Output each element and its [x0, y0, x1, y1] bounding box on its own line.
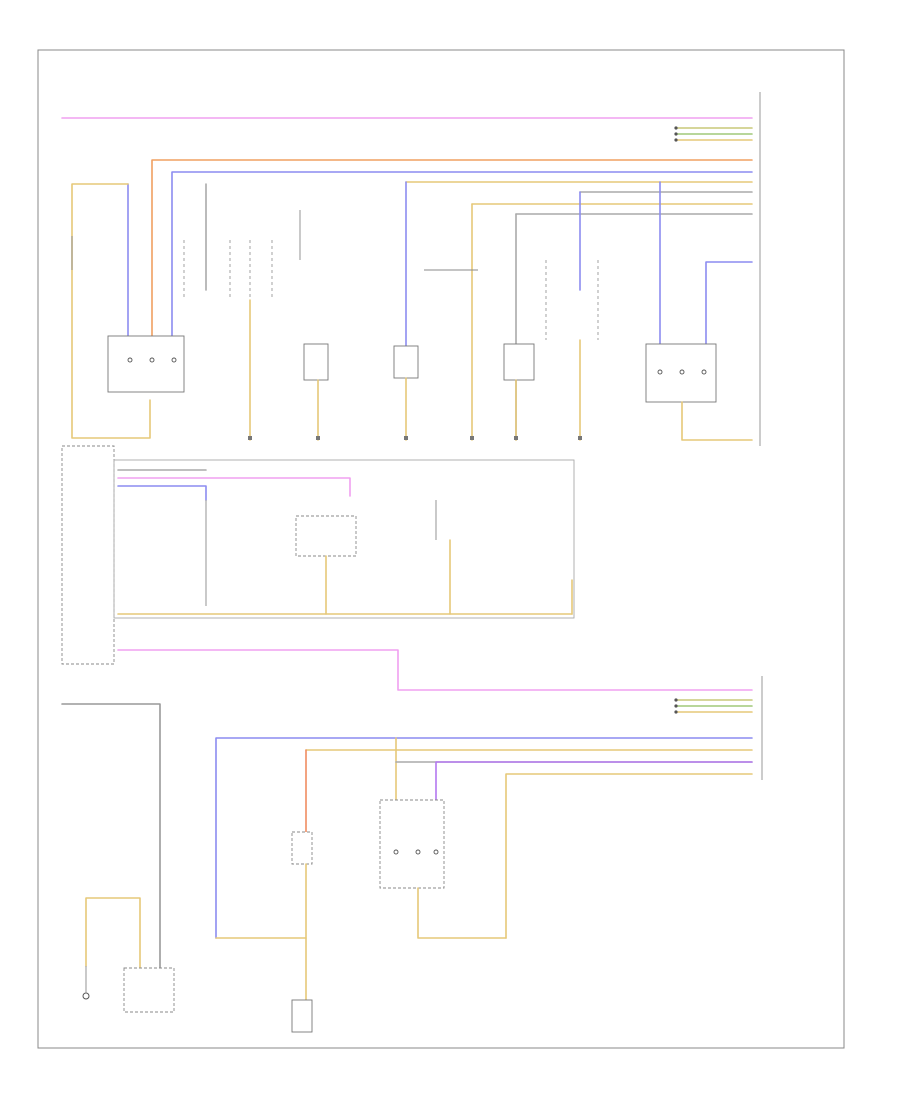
lower-component-a: [291, 831, 313, 865]
lamp-icon: [82, 992, 90, 1000]
wire-blue-lower: [215, 737, 753, 939]
terminal: [415, 849, 421, 855]
lower-component-b: [291, 999, 313, 1033]
terminal: [433, 849, 439, 855]
wire-tan-left-loop: [71, 183, 151, 439]
terminal: [679, 369, 685, 375]
wire-pink-mid: [117, 477, 351, 497]
node: [674, 698, 678, 702]
wire-tan-lower-6: [417, 887, 507, 939]
wire-tan-lower-3: [505, 773, 753, 939]
middle-panel-boundary: [61, 445, 115, 665]
multifunction-switch-module: [107, 335, 185, 393]
wire-blue-c5b: [705, 261, 753, 345]
wire-tan-c5: [681, 401, 753, 441]
wire-blue-mid: [117, 485, 207, 501]
node: [674, 126, 678, 130]
terminal: [701, 369, 707, 375]
terminal: [127, 357, 133, 363]
diagram-frame: [37, 49, 845, 1049]
left-lower-assembly: [123, 967, 175, 1013]
wire-orange: [151, 159, 753, 341]
right-control-module: [645, 343, 717, 403]
terminal: [393, 849, 399, 855]
wire-purple-lower: [435, 761, 753, 801]
wire-blue-top: [171, 171, 753, 341]
terminal: [657, 369, 663, 375]
component-box-3: [503, 343, 535, 381]
wire-gray-lower-left: [61, 703, 161, 969]
mid-switch-box: [295, 515, 357, 557]
node: [674, 710, 678, 714]
middle-panel-region: [113, 459, 575, 619]
component-box-1: [303, 343, 329, 381]
terminal: [149, 357, 155, 363]
ground-row: [248, 436, 582, 440]
lower-switch-module: [379, 799, 445, 889]
terminal: [171, 357, 177, 363]
node: [674, 138, 678, 142]
component-box-2: [393, 345, 419, 379]
node: [674, 704, 678, 708]
wire-pink-jumper: [117, 649, 753, 691]
wire-tan-lower-left: [85, 897, 141, 969]
node: [674, 132, 678, 136]
